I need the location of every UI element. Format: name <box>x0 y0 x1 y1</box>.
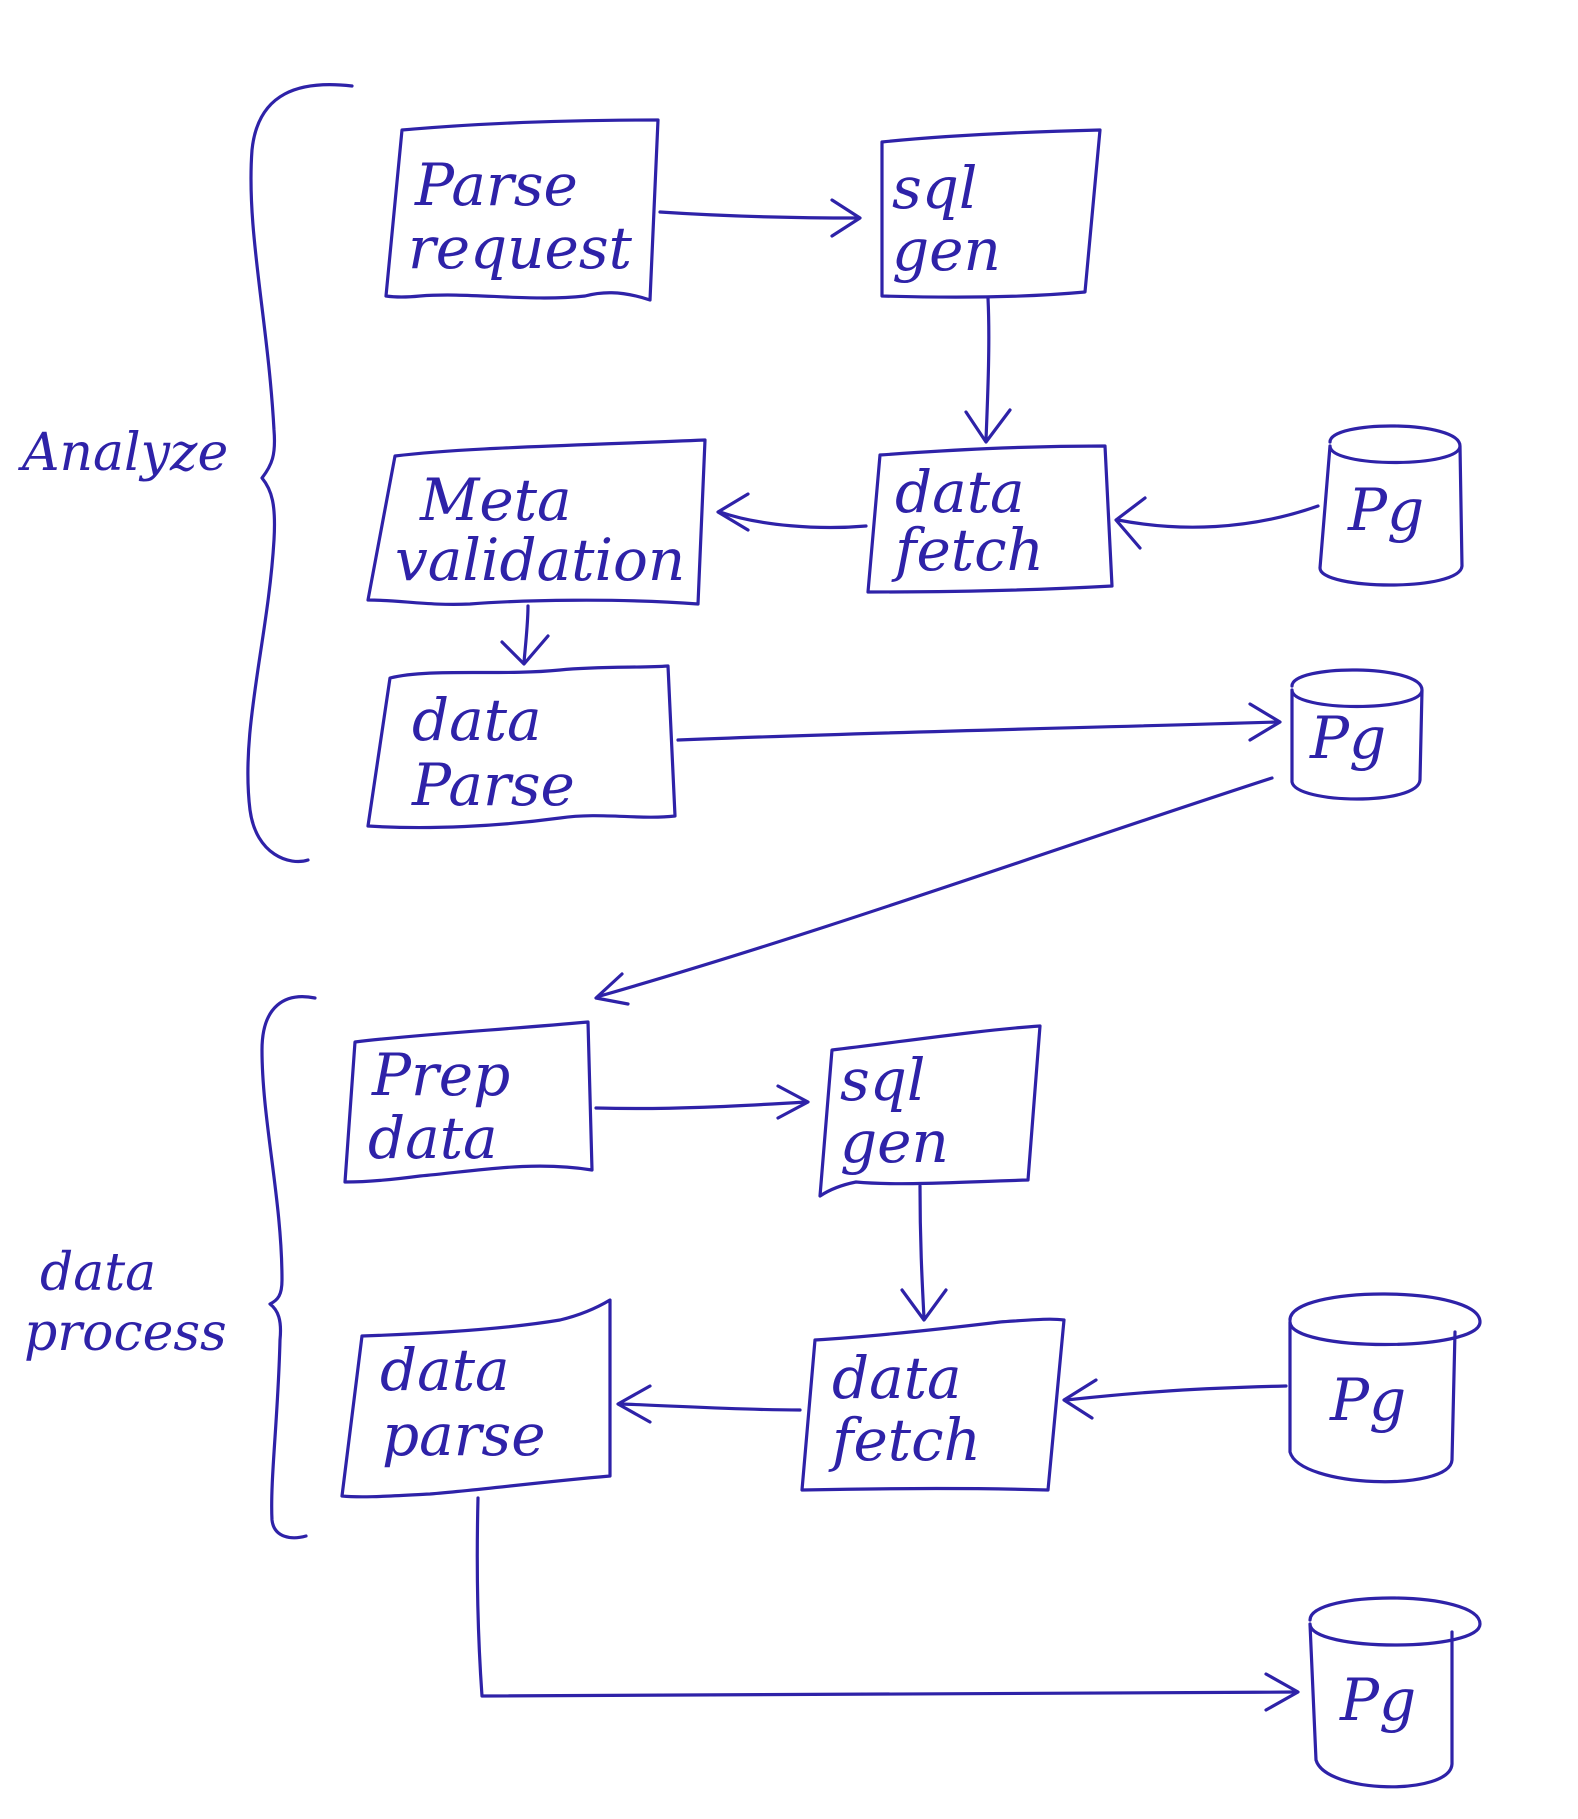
data-parse-1-label-line-1: data <box>412 686 542 754</box>
prep-data-label-line-1: Prep <box>371 1041 510 1109</box>
edge-data-parse-2-to-pg-4 <box>475 1496 1300 1712</box>
pg-4-label: Pg <box>1339 1666 1416 1734</box>
edge-data-parse-1-to-pg-2 <box>676 702 1282 742</box>
node-meta-validation: Meta validation <box>366 438 707 606</box>
node-data-parse-1: data Parse <box>366 664 677 830</box>
edge-data-fetch-1-to-meta-validation <box>716 492 868 532</box>
edge-sql-gen-1-to-data-fetch-1 <box>964 296 1012 444</box>
edge-pg-3-to-data-fetch-2 <box>1062 1378 1288 1420</box>
node-data-fetch-1: data fetch <box>866 444 1114 594</box>
section-analyze: Analyze <box>18 83 354 864</box>
node-parse-request: Parse request <box>384 118 660 302</box>
sql-gen-2-label-line-2: gen <box>840 1108 949 1176</box>
parse-request-shape <box>384 118 660 302</box>
data-fetch-2-shape <box>800 1317 1066 1492</box>
meta-validation-label-line-1: Meta <box>419 466 572 534</box>
node-pg-4: Pg <box>1308 1596 1482 1789</box>
data-process-label-line-2: process <box>24 1303 227 1363</box>
sql-gen-2-shape <box>818 1024 1042 1198</box>
analyze-brace <box>246 83 354 864</box>
section-data-process: data process <box>24 995 317 1540</box>
edge-parse-request-to-sql-gen-1 <box>658 198 862 238</box>
parse-request-label-line-1: Parse <box>414 151 578 219</box>
edge-prep-data-to-sql-gen-2 <box>594 1084 810 1120</box>
node-data-parse-2: data parse <box>340 1298 612 1499</box>
data-parse-2-label-line-2: parse <box>382 1401 546 1469</box>
sql-gen-2-label-line-1: sql <box>840 1046 925 1114</box>
node-sql-gen-1: sql gen <box>880 128 1102 299</box>
pg-2-shape <box>1290 668 1424 801</box>
edge-pg-1-to-data-fetch-1 <box>1114 496 1320 550</box>
edge-data-fetch-2-to-data-parse-2 <box>616 1384 802 1424</box>
meta-validation-label-line-2: validation <box>395 526 685 594</box>
edge-meta-validation-to-data-parse-1 <box>500 604 550 666</box>
sql-gen-1-label-line-1: sql <box>892 154 977 222</box>
node-sql-gen-2: sql gen <box>818 1024 1042 1198</box>
data-fetch-1-shape <box>866 444 1114 594</box>
node-data-fetch-2: data fetch <box>800 1317 1066 1492</box>
data-process-brace <box>260 995 317 1540</box>
pg-3-label: Pg <box>1329 1366 1406 1434</box>
pg-4-shape <box>1308 1596 1482 1789</box>
data-fetch-1-label-line-1: data <box>895 458 1025 526</box>
prep-data-shape <box>343 1020 594 1184</box>
pg-3-shape <box>1288 1292 1482 1484</box>
node-pg-3: Pg <box>1288 1292 1482 1484</box>
data-parse-1-shape <box>366 664 677 830</box>
data-parse-2-shape <box>340 1298 612 1499</box>
node-pg-1: Pg <box>1318 424 1464 587</box>
edge-sql-gen-2-to-data-fetch-2 <box>900 1184 948 1322</box>
node-pg-2: Pg <box>1290 668 1424 801</box>
data-parse-1-label-line-2: Parse <box>411 751 575 819</box>
edge-pg-2-to-prep-data <box>594 776 1274 1006</box>
pg-2-label: Pg <box>1309 704 1386 772</box>
parse-request-label-line-2: request <box>408 214 633 282</box>
prep-data-label-line-2: data <box>368 1104 498 1172</box>
data-fetch-2-label-line-2: fetch <box>828 1406 981 1474</box>
data-parse-2-label-line-1: data <box>380 1336 510 1404</box>
pg-1-label: Pg <box>1347 476 1424 544</box>
data-process-label-line-1: data <box>40 1243 156 1303</box>
node-prep-data: Prep data <box>343 1020 594 1184</box>
data-fetch-1-label-line-2: fetch <box>891 516 1044 584</box>
pg-1-shape <box>1318 424 1464 587</box>
meta-validation-shape <box>366 438 707 606</box>
analyze-label: Analyze <box>18 423 228 483</box>
sql-gen-1-label-line-2: gen <box>892 216 1001 284</box>
sql-gen-1-shape <box>880 128 1102 299</box>
data-fetch-2-label-line-1: data <box>832 1344 962 1412</box>
